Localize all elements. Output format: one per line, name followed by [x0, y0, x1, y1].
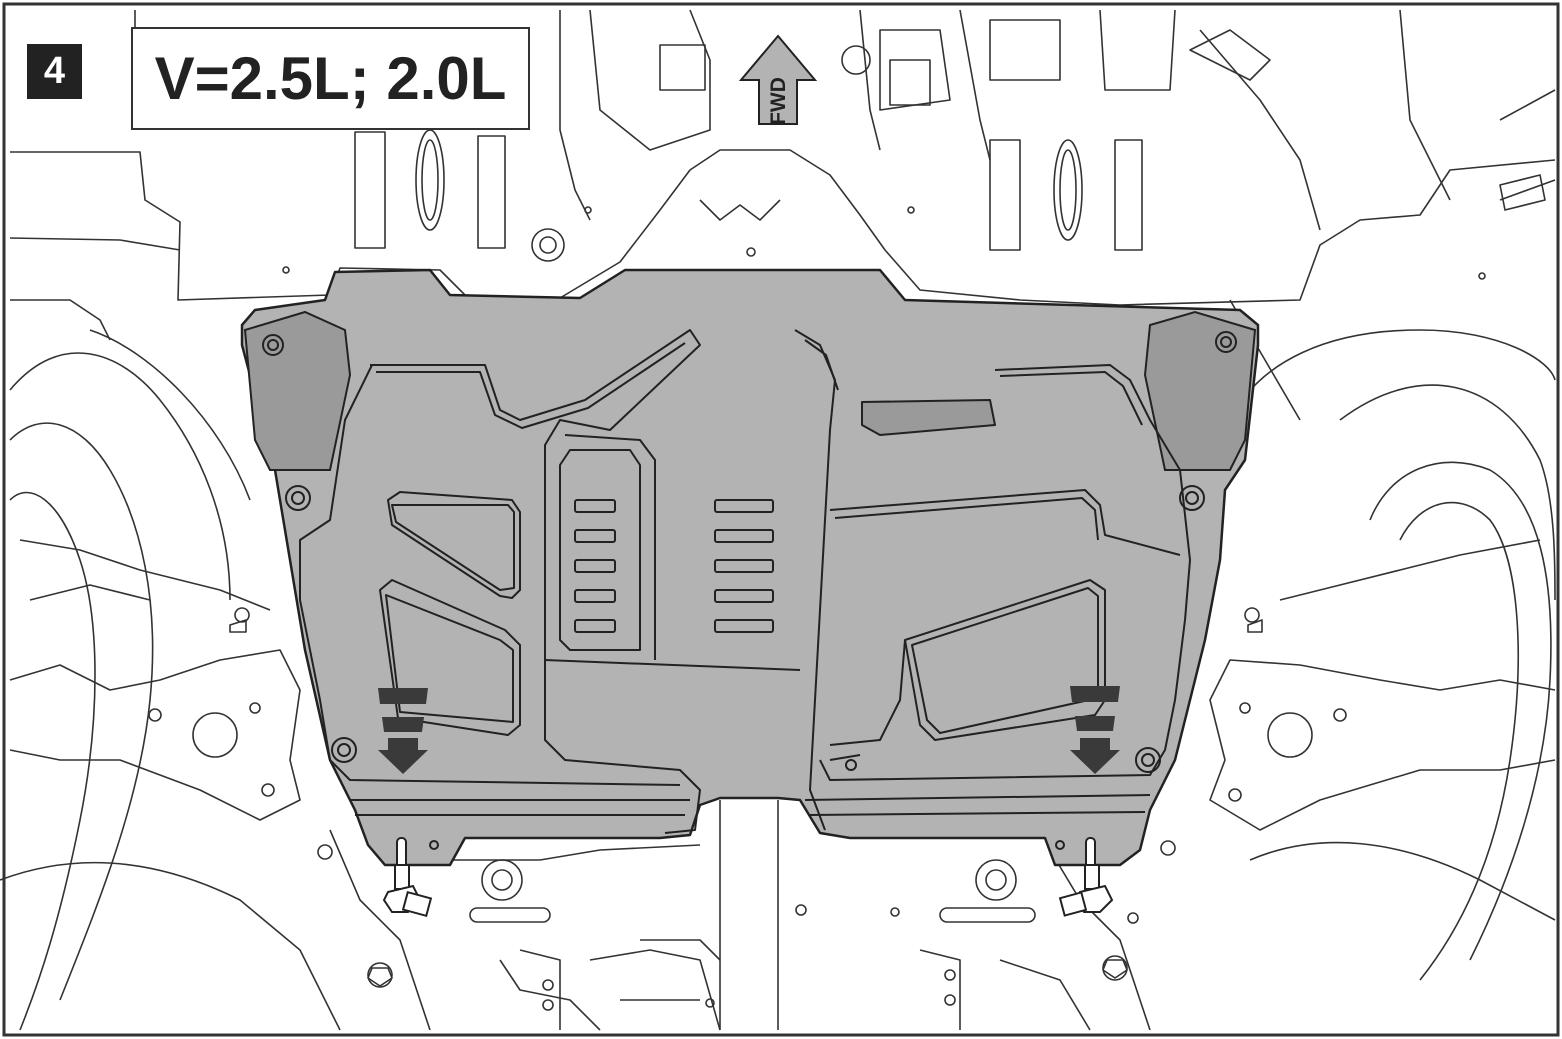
engine-volume-label: V=2.5L; 2.0L [131, 27, 530, 130]
install-direction-arrow-icon [1070, 686, 1120, 774]
forward-direction-label: FWD [767, 77, 790, 125]
skid-plate [240, 268, 1260, 869]
bolt-icon [382, 864, 433, 918]
forward-direction-arrow-icon: FWD [738, 34, 818, 125]
step-number-badge: 4 [27, 44, 82, 99]
skid-plate-body [240, 268, 1260, 867]
left-mounting-ear [243, 310, 352, 471]
right-mounting-ear [1143, 310, 1257, 471]
install-direction-arrow-icon [378, 688, 428, 774]
bolt-icon [1058, 864, 1114, 917]
underbody-linework [0, 9, 1556, 1031]
